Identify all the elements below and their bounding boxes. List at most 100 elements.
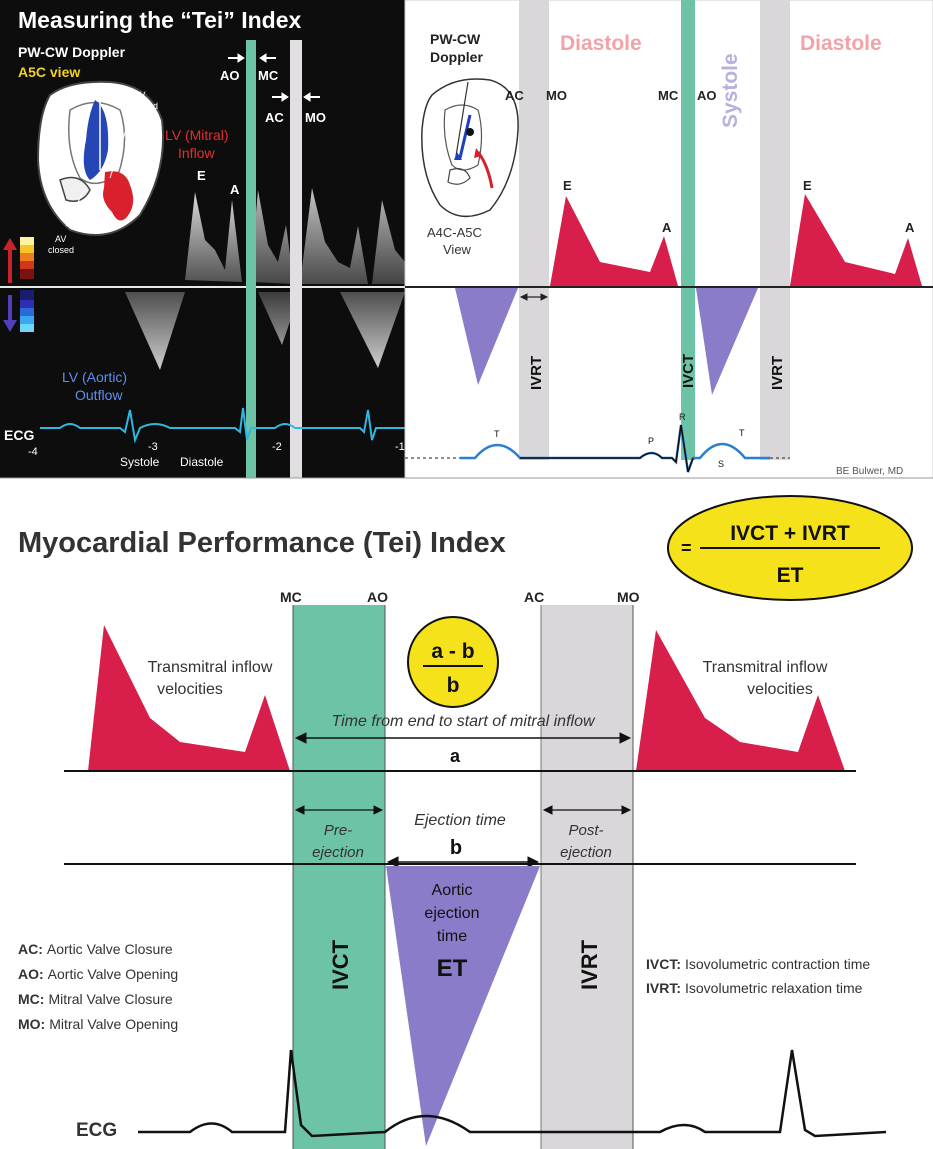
schematic-panel: PW-CW Doppler A4C-A5C View Diastole Dias… <box>404 0 933 479</box>
formula-numerator: IVCT + IVRT <box>730 522 850 545</box>
diastole-heading-1: Diastole <box>560 32 642 55</box>
pre-ejection-label-1: Pre- <box>324 822 352 839</box>
av-closed-label-1: AV <box>55 234 66 244</box>
legend-intervals: IVCT:Isovolumetric contraction time IVRT… <box>646 956 870 996</box>
ivct-band <box>293 605 385 1149</box>
ecg-trace <box>40 407 405 444</box>
tei-index-panel: Myocardial Performance (Tei) Index = IVC… <box>18 495 913 1149</box>
schematic-e-2: E <box>803 178 812 193</box>
ejection-time-label: Ejection time <box>414 812 506 829</box>
aortic-label-2: ejection <box>424 905 479 922</box>
lv-inflow-label-1: LV (Mitral) <box>165 127 229 143</box>
color-scale <box>3 237 34 332</box>
doppler-mode-label: PW-CW Doppler <box>18 44 126 60</box>
diastole-heading-2: Diastole <box>800 32 882 55</box>
schematic-a-2: A <box>905 220 915 235</box>
legend-abbreviations: AC:Aortic Valve Closure AO:Aortic Valve … <box>18 941 178 1032</box>
legend-ivct: IVCT:Isovolumetric contraction time <box>646 956 870 972</box>
systole-heading: Systole <box>719 53 742 128</box>
schematic-a-1: A <box>662 220 672 235</box>
schematic-ivrt-2: IVRT <box>769 356 786 390</box>
ivct-band-label: IVCT <box>328 939 353 990</box>
ecg-label: ECG <box>4 427 34 443</box>
ivrt-bar-left <box>519 0 549 460</box>
ecg-p-label: P <box>648 436 654 446</box>
legend-mc: MC:Mitral Valve Closure <box>18 991 173 1007</box>
ecg-r-label: R <box>679 412 686 422</box>
wave-e-label: E <box>197 168 206 183</box>
marker-arrows <box>228 53 320 102</box>
ac-mo-marker-bar <box>290 40 302 478</box>
interval-a-label: a <box>450 746 461 766</box>
formula-equals: = <box>681 538 692 558</box>
post-ejection-label-2: ejection <box>560 844 612 861</box>
schematic-view-label-2: View <box>443 242 472 257</box>
tei-index-title: Myocardial Performance (Tei) Index <box>18 527 506 559</box>
schematic-view-label-1: A4C-A5C <box>427 225 482 240</box>
mitral-inflow-doppler <box>185 188 405 284</box>
bottom-ecg-label: ECG <box>76 1120 117 1141</box>
ecg-tick-3: -2 <box>272 441 282 453</box>
marker-ac-label: AC <box>265 110 284 125</box>
bottom-mo: MO <box>617 589 640 605</box>
schematic-ao: AO <box>697 88 717 103</box>
diastole-label-left: Diastole <box>180 455 224 469</box>
ecg-tick-4: -1 <box>395 441 405 453</box>
schematic-inflow-2 <box>790 194 922 286</box>
bottom-ecg-trace <box>138 1049 887 1138</box>
interval-b-label: b <box>450 837 462 859</box>
aortic-label-1: Aortic <box>432 882 473 899</box>
bottom-mc: MC <box>280 589 302 605</box>
schematic-mc: MC <box>658 88 679 103</box>
aortic-label-3: time <box>437 928 467 945</box>
ivrt-band-label: IVRT <box>577 939 602 990</box>
schematic-ejection-2 <box>696 288 758 395</box>
schematic-doppler-label-2: Doppler <box>430 49 483 65</box>
post-ejection-arrow <box>542 805 632 815</box>
marker-mo-label: MO <box>305 110 326 125</box>
legend-ivrt: IVRT:Isovolumetric relaxation time <box>646 980 863 996</box>
arrow-up-icon <box>3 238 17 283</box>
aortic-ejection-triangle <box>386 866 540 1146</box>
inflow-wave-left <box>88 625 290 771</box>
ivct-bar <box>681 0 695 460</box>
schematic-ac: AC <box>505 88 524 103</box>
time-b-arrow <box>386 856 540 868</box>
credit-label: BE Bulwer, MD <box>836 466 903 477</box>
post-ejection-label-1: Post- <box>568 822 603 839</box>
systole-label-left: Systole <box>120 455 160 469</box>
marker-mc-label: MC <box>258 68 279 83</box>
lv-outflow-label-2: Outflow <box>75 387 123 403</box>
view-label: A5C view <box>18 64 80 80</box>
formula-denominator: ET <box>777 564 804 587</box>
mv-closed-label-2: closed <box>132 101 158 111</box>
bottom-ac: AC <box>524 589 544 605</box>
lv-inflow-jet <box>103 171 134 221</box>
heart-outline-schematic <box>421 78 519 218</box>
ecg-tick-2: -3 <box>148 441 158 453</box>
arrow-down-icon <box>3 295 17 332</box>
ratio-circle <box>407 616 499 708</box>
av-closed-label-2: closed <box>48 245 74 255</box>
et-label: ET <box>437 955 468 982</box>
wave-a-label: A <box>230 182 240 197</box>
mc-ao-marker-bar <box>246 40 256 478</box>
schematic-inflow-1 <box>550 196 678 286</box>
inflow-label-left-2: velocities <box>157 681 223 698</box>
inflow-wave-right <box>636 630 845 771</box>
ecg-tick-1: -4 <box>28 446 38 458</box>
aortic-outflow-doppler <box>125 292 405 370</box>
schematic-panel-bg <box>405 0 933 478</box>
lv-outflow-label-1: LV (Aortic) <box>62 369 127 385</box>
ratio-numerator: a - b <box>431 640 474 663</box>
time-a-arrow <box>294 732 632 744</box>
legend-mo: MO:Mitral Valve Opening <box>18 1016 178 1032</box>
ecg-t-label-2: T <box>739 428 745 438</box>
ivrt-bar-right <box>760 0 790 460</box>
inflow-label-right-1: Transmitral inflow <box>703 659 828 676</box>
legend-ac: AC:Aortic Valve Closure <box>18 941 173 957</box>
ecg-s-label: S <box>718 459 724 469</box>
schematic-e-1: E <box>563 178 572 193</box>
